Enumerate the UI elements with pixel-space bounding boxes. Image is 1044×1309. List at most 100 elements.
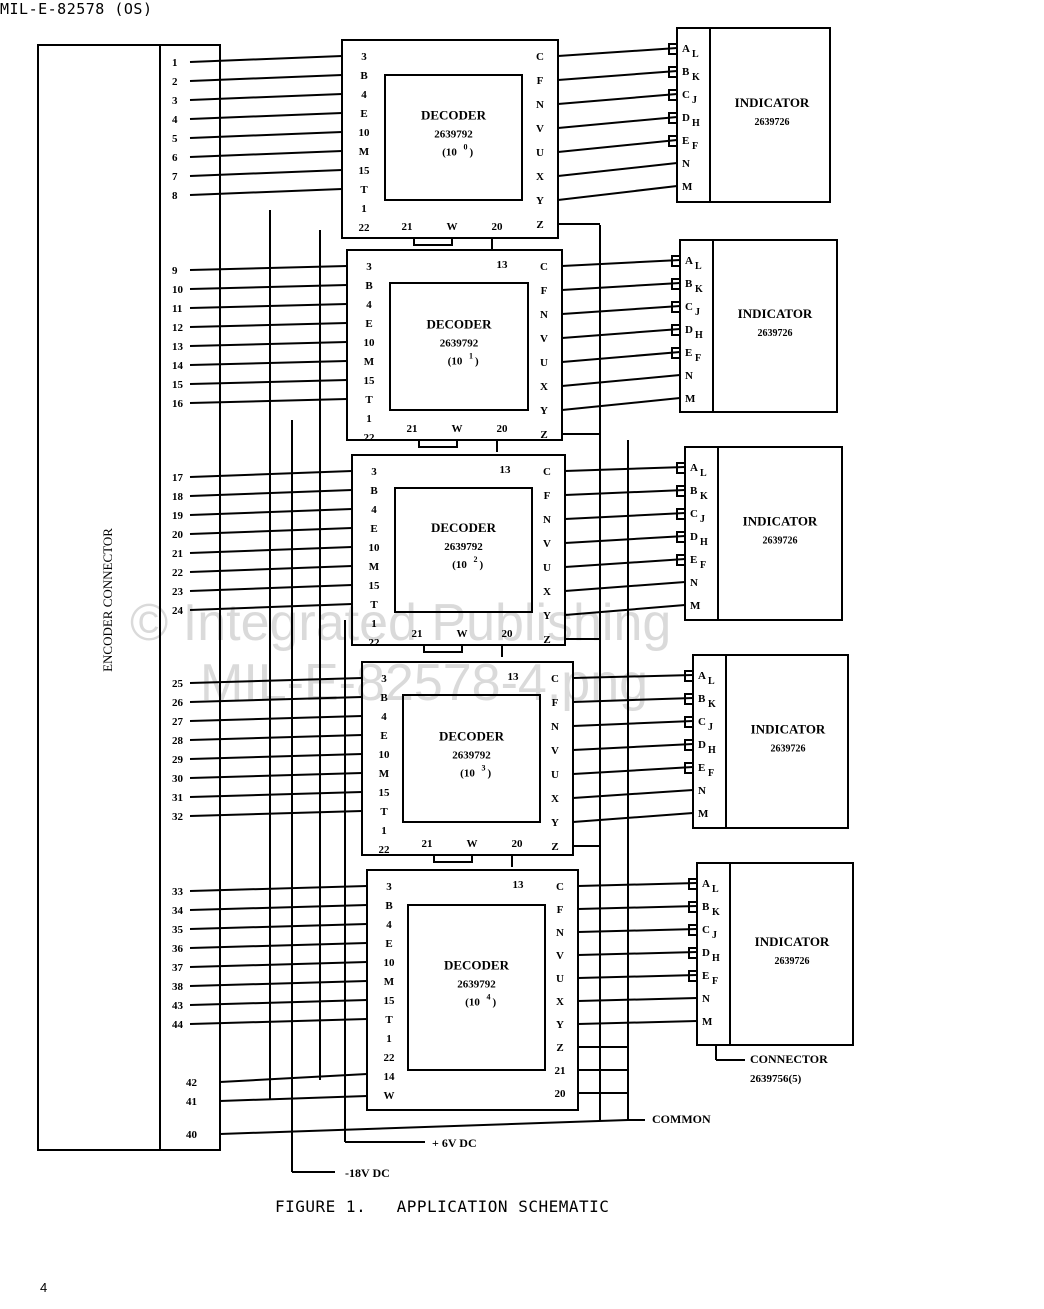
indicator-pin-label: C [698, 716, 706, 728]
indicator-pin-sub: J [700, 514, 705, 525]
jumper-link [413, 237, 453, 246]
decoder-pin-label: U [540, 357, 548, 369]
connector-pin-label: 15 [172, 379, 184, 391]
decoder-pin-label: 10 [369, 542, 381, 554]
decoder-pin-label: T [360, 184, 368, 196]
decoder-pin-label: 10 [364, 337, 376, 349]
connector-pin-label: 7 [172, 171, 178, 183]
signal-wire [189, 398, 348, 404]
decoder-pin-label: 22 [379, 844, 391, 856]
signal-wire [189, 470, 353, 478]
indicator-pin-label: D [698, 739, 706, 751]
decoder-pin-label: E [385, 938, 392, 950]
signal-wire [577, 951, 698, 956]
indicator-part-number: 2639726 [771, 744, 806, 755]
signal-wire [189, 980, 368, 987]
connector-pin-label: 36 [172, 943, 184, 955]
indicator-box [676, 27, 831, 203]
decoder-pin-label: 13 [513, 879, 525, 891]
decoder-pin-label: X [543, 586, 551, 598]
indicator-pin-label: B [690, 485, 698, 497]
indicator-pin-loop [676, 508, 686, 520]
decoder-pin-label: 15 [384, 995, 396, 1007]
signal-wire [189, 341, 348, 347]
decoder-pin-label: 21 [422, 838, 433, 850]
signal-wire [189, 131, 343, 139]
decoder-pin-label: 1 [371, 618, 377, 630]
decoder-pin-label: X [551, 793, 559, 805]
signal-wire [189, 74, 343, 82]
signal-wire [189, 999, 368, 1006]
indicator-pin-loop [668, 43, 678, 55]
indicator-pin-sub: H [712, 953, 720, 964]
signal-wire [564, 535, 686, 544]
indicator-pin-loop [676, 485, 686, 497]
connector-pin-label: 27 [172, 716, 184, 728]
connector-pin-label: 28 [172, 735, 184, 747]
decoder-pin-label: F [552, 697, 559, 709]
decoder-pin-label: B [360, 70, 368, 82]
indicator-pin-loop [688, 947, 698, 959]
decoder-pin-label: F [537, 75, 544, 87]
connector-pin-label: 11 [172, 303, 182, 315]
connector-label: CONNECTOR [750, 1052, 828, 1066]
decoder-pin-label: Z [551, 841, 558, 853]
indicator-pin-loop [684, 762, 694, 774]
indicator-pin-label: N [685, 370, 693, 382]
decoder-pin-label: Y [540, 405, 548, 417]
decoder-pin-label: 4 [386, 919, 392, 931]
decoder-pin-label: M [384, 976, 395, 988]
decoder-pin-label: 22 [369, 637, 381, 649]
indicator-pin-sub: L [695, 261, 702, 272]
decoder-pin-label: U [536, 147, 544, 159]
indicator-pin-loop [676, 462, 686, 474]
indicator-pin-loop [688, 901, 698, 913]
connector-pin-label: 41 [186, 1096, 197, 1108]
decoder-exponent: 2 [474, 555, 478, 564]
decoder-digit-close: ) [488, 768, 492, 780]
decoder-pin-label: 15 [379, 787, 391, 799]
decoder-pin-label: 3 [361, 51, 367, 63]
signal-wire [189, 923, 368, 930]
encoder-connector-label: ENCODER CONNECTOR [100, 528, 115, 672]
decoder-pin-label: V [536, 123, 544, 135]
decoder-pin-label: 1 [366, 413, 372, 425]
page-number: 4 [40, 1280, 48, 1295]
signal-wire [564, 604, 686, 616]
decoder-exponent: 4 [487, 993, 491, 1002]
decoder-pin-label: 13 [508, 671, 520, 683]
signal-wire [189, 360, 348, 366]
indicator-pin-sub: L [700, 468, 707, 479]
signal-wire [561, 397, 681, 411]
document-header: MIL-E-82578 (OS) [0, 0, 153, 18]
decoder-pin-label: 14 [384, 1071, 396, 1083]
decoder-pin-label: B [385, 900, 393, 912]
signal-wire [557, 162, 678, 177]
decoder-pin-label: M [379, 768, 390, 780]
indicator-pin-loop [671, 255, 681, 267]
connector-pin-label: 13 [172, 341, 184, 353]
decoder-pin-label: 20 [512, 838, 524, 850]
decoder-part-number: 2639792 [457, 979, 496, 991]
indicator-pin-label: N [702, 993, 710, 1005]
connector-pin-label: 38 [172, 981, 184, 993]
signal-wire [189, 303, 348, 309]
connector-pin-label: 21 [172, 548, 183, 560]
signal-wire [189, 93, 343, 101]
indicator-pin-sub: F [712, 976, 718, 987]
indicator-box [692, 654, 849, 829]
signal-wire [189, 772, 363, 779]
decoder-digit: (10 [448, 356, 463, 368]
signal-wire [557, 70, 678, 81]
connector-pin-label: 1 [172, 57, 178, 69]
decoder-pin-label: 4 [361, 89, 367, 101]
decoder-pin-label: W [452, 423, 463, 435]
jumper-link [423, 644, 463, 653]
decoder-digit: (10 [442, 147, 457, 159]
connector-pin-label: 40 [186, 1129, 198, 1141]
indicator-pin-loop [684, 670, 694, 682]
connector-pin-label: 34 [172, 905, 184, 917]
decoder-part-number: 2639792 [440, 338, 479, 350]
decoder-title: DECODER [421, 108, 487, 123]
indicator-pin-sub: K [708, 699, 716, 710]
